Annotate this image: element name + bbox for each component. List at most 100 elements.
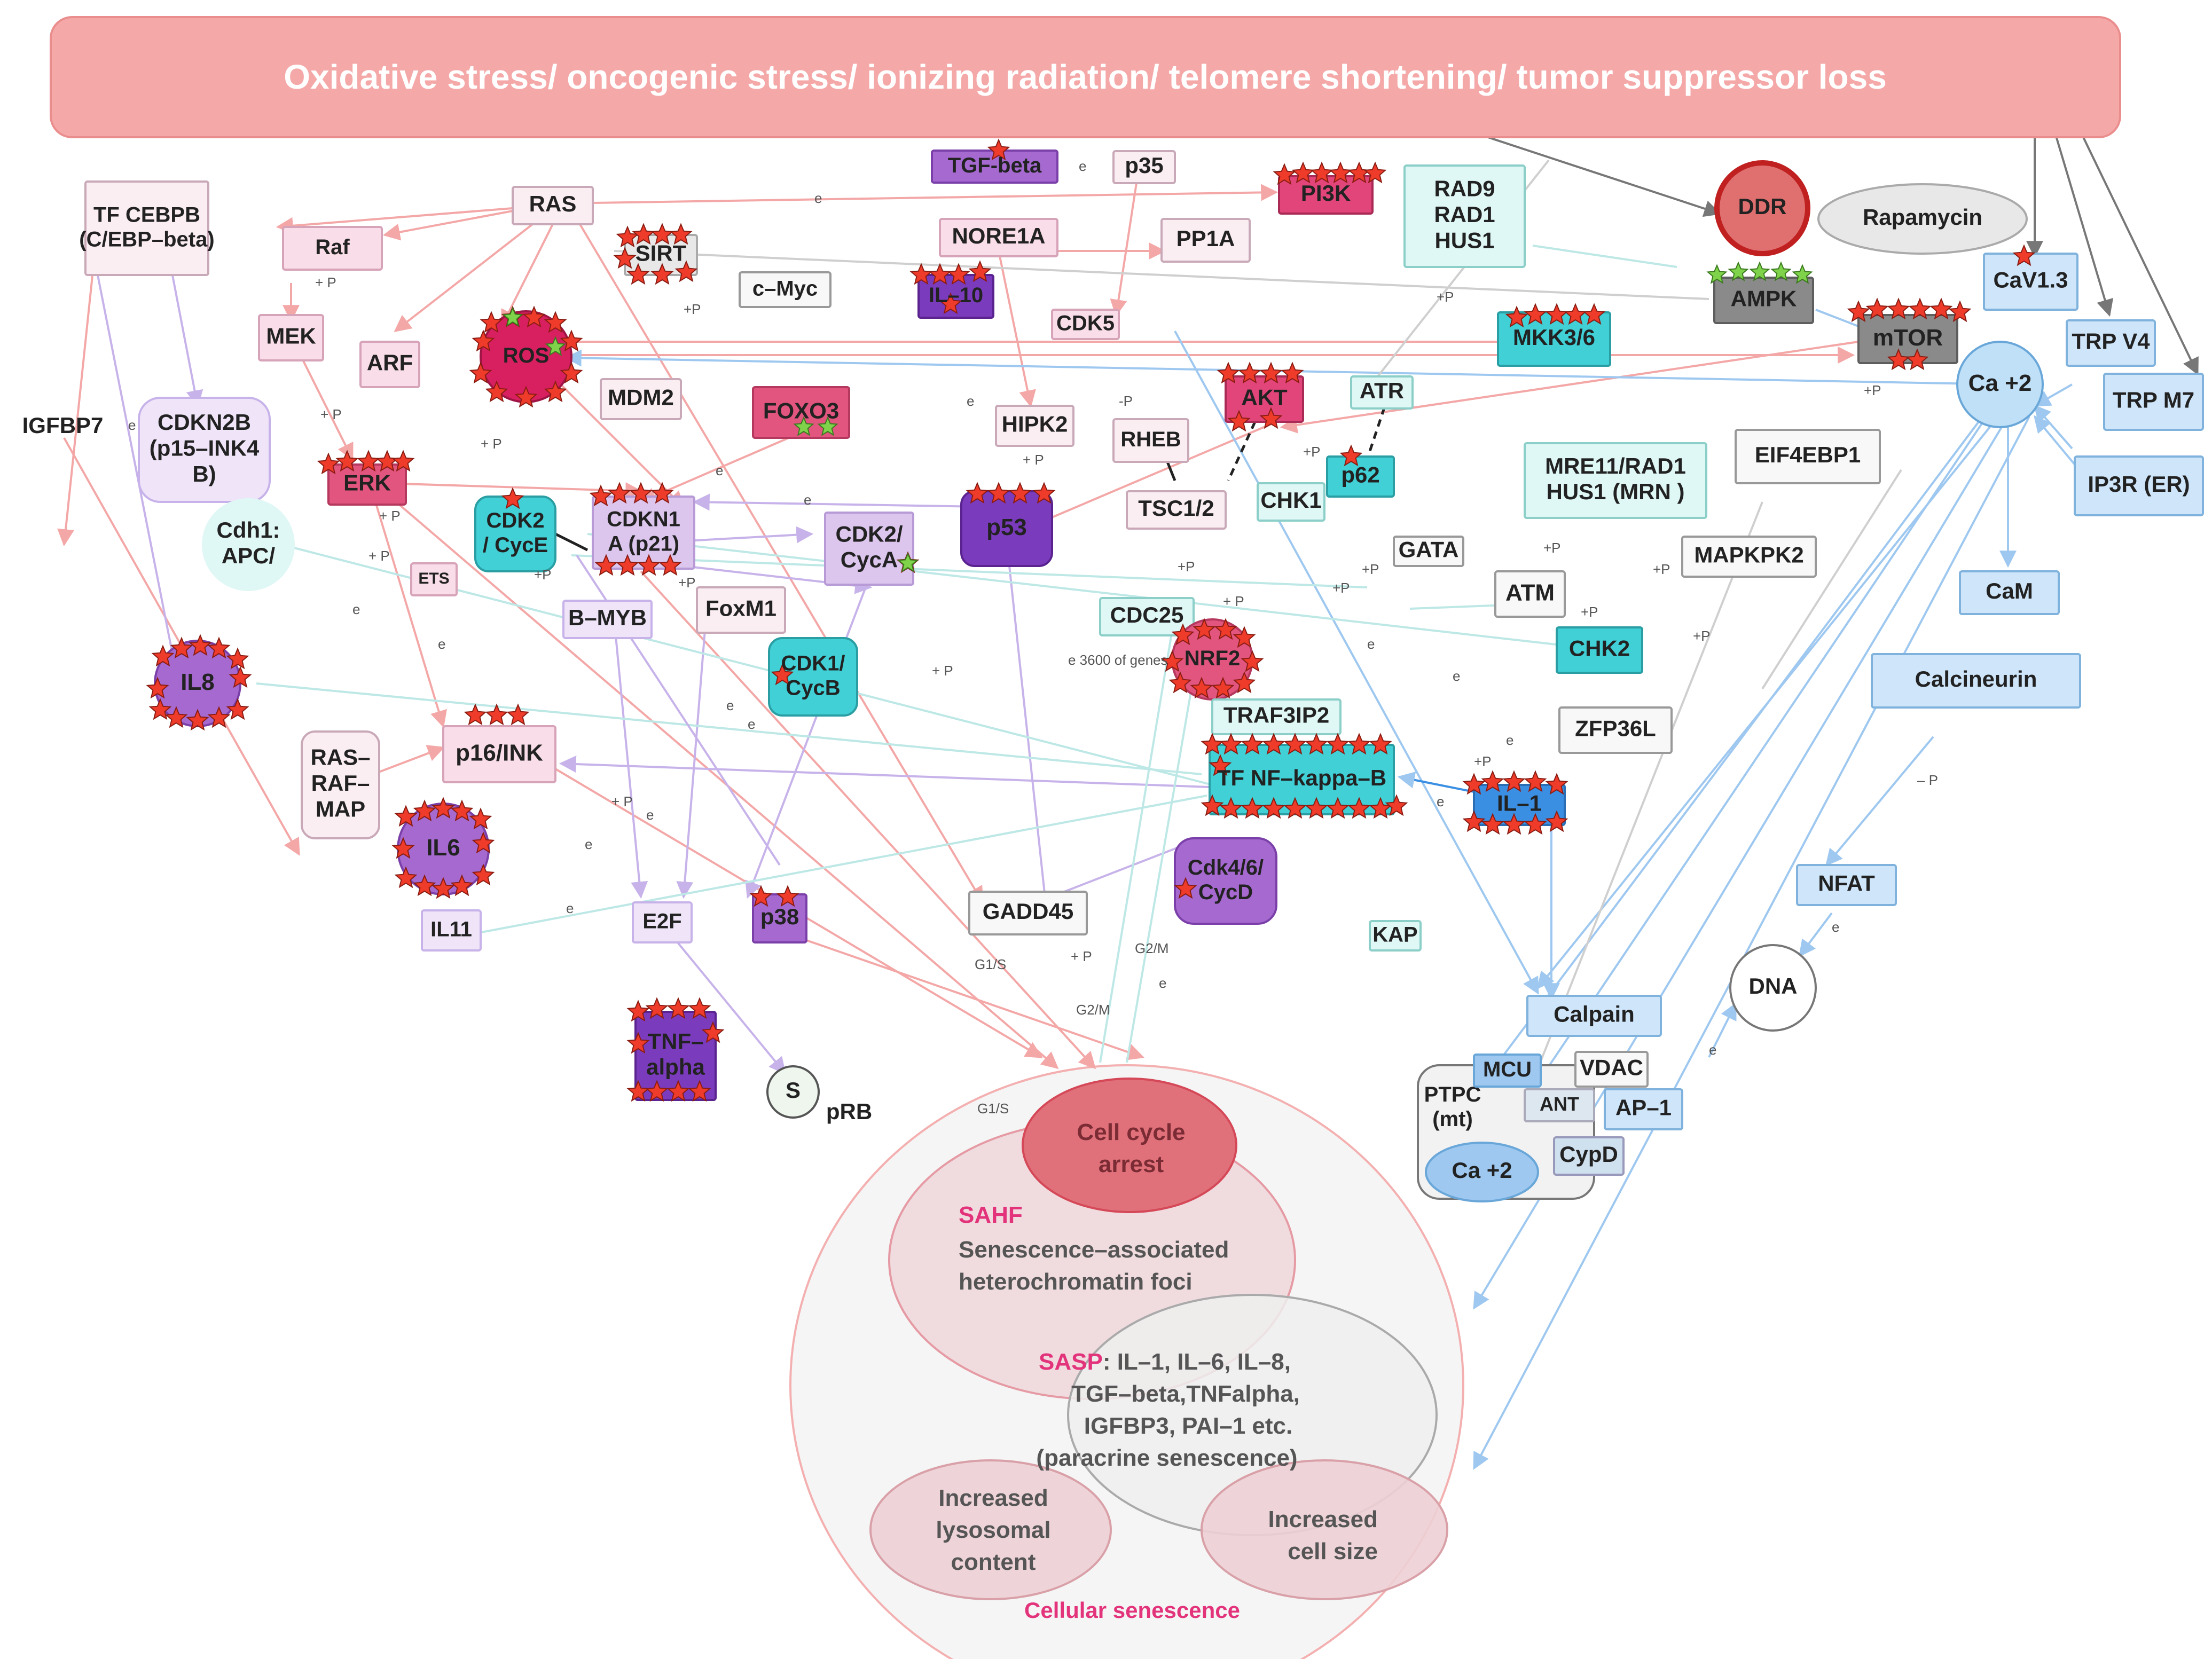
- node-label: CypD: [1559, 1142, 1618, 1167]
- node-ras-raf-map: RAS–RAF–MAP: [301, 730, 380, 839]
- node-label: RAS: [529, 191, 577, 216]
- node-label: ANT: [1540, 1093, 1579, 1115]
- node-label: MCU: [1483, 1058, 1532, 1081]
- annotation-star-icon: [464, 703, 487, 726]
- annotation-green-star-icon: [1728, 261, 1749, 281]
- node-label: MDM2: [608, 385, 674, 410]
- edge-label: +P: [1543, 540, 1561, 556]
- annotation-star-icon: [1545, 810, 1568, 832]
- edge: [587, 533, 1571, 647]
- node-label: EIF4EBP1: [1755, 442, 1861, 467]
- annotation-star-icon: [170, 636, 193, 659]
- edge: [998, 250, 1036, 408]
- edge: [1110, 176, 1139, 317]
- node-cdk5: CDK5: [1051, 309, 1120, 340]
- edge: [1761, 469, 1902, 690]
- node-mek: MEK: [258, 314, 324, 361]
- node-atr: ATR: [1350, 375, 1414, 410]
- annotation-star-icon: [1865, 297, 1889, 320]
- node-mdm2: MDM2: [600, 378, 682, 420]
- annotation-star-icon: [776, 885, 799, 907]
- annotation-green-star-icon: [545, 336, 566, 356]
- node-label: TF NF–kappa–B: [1217, 765, 1386, 790]
- edge-label: e: [646, 807, 654, 823]
- annotation-star-icon: [1241, 797, 1264, 819]
- node-label: Ca +2: [1452, 1158, 1512, 1183]
- edge-label: + P: [611, 793, 633, 809]
- annotation-star-icon: [749, 885, 773, 907]
- annotation-star-icon: [1238, 361, 1261, 384]
- node-ap1: AP–1: [1604, 1088, 1683, 1130]
- edge: [240, 533, 1213, 786]
- edge: [501, 218, 556, 327]
- annotation-star-icon: [450, 799, 474, 822]
- node-label: IL11: [430, 917, 472, 941]
- edge-label: G2/M: [1076, 1002, 1110, 1018]
- annotation-star-icon: [1339, 444, 1363, 467]
- annotation-star-icon: [560, 361, 583, 384]
- node-e2f: E2F: [632, 901, 693, 943]
- node-rapamycin: Rapamycin: [1817, 183, 2028, 255]
- annotation-star-icon: [413, 799, 436, 822]
- annotation-star-icon: [472, 831, 495, 854]
- node-label: IL–1: [1497, 791, 1542, 816]
- annotation-star-icon: [207, 706, 231, 728]
- annotation-star-icon: [1160, 650, 1184, 672]
- annotation-star-icon: [2012, 244, 2036, 266]
- node-cmyc: c–Myc: [739, 271, 832, 308]
- annotation-star-icon: [771, 663, 794, 686]
- node-il1: IL–1: [1462, 770, 1568, 835]
- node-mcu: MCU: [1473, 1053, 1542, 1088]
- node-label: c–Myc: [752, 277, 818, 300]
- annotation-star-icon: [629, 482, 653, 504]
- stress-banner: Oxidative stress/ oncogenic stress/ ioni…: [50, 16, 2121, 138]
- node-label: FoxM1: [705, 596, 776, 621]
- node-erk: ERK: [317, 450, 415, 506]
- edge-label: + P: [379, 508, 401, 524]
- node-il11: IL11: [421, 909, 482, 952]
- edge-label: + P: [315, 274, 336, 290]
- node-label: TRAF3IP2: [1223, 703, 1329, 728]
- edge: [170, 266, 203, 408]
- annotation-star-icon: [544, 311, 567, 333]
- node-calpain: Calpain: [1526, 995, 1662, 1037]
- edge-label: e: [1832, 919, 1839, 935]
- annotation-star-icon: [1502, 770, 1526, 792]
- node-bmyb: B–MYB: [562, 600, 653, 639]
- node-label: Cdk4/6/CycD: [1188, 856, 1264, 904]
- edge-label: +P: [534, 567, 552, 583]
- annotation-star-icon: [485, 703, 508, 726]
- edge-label: – P: [1917, 772, 1938, 788]
- node-hipk2: HIPK2: [995, 405, 1074, 447]
- node-label: B–MYB: [568, 605, 647, 630]
- sasp-line-4: (paracrine senescence): [1036, 1445, 1297, 1471]
- node-label: IP3R (ER): [2088, 471, 2190, 497]
- annotation-green-star-icon: [897, 552, 919, 572]
- annotation-star-icon: [506, 703, 530, 726]
- node-label: KAP: [1372, 923, 1417, 946]
- node-ca2-top: Ca +2: [1956, 341, 2044, 428]
- node-label: pRB: [826, 1099, 872, 1124]
- node-label: TSC1/2: [1138, 496, 1214, 521]
- node-label: ARF: [367, 350, 413, 375]
- node-tsc12: TSC1/2: [1126, 490, 1227, 530]
- annotation-star-icon: [1241, 650, 1264, 672]
- annotation-star-icon: [1259, 361, 1283, 384]
- node-label: PTPC(mt): [1424, 1083, 1481, 1131]
- annotation-star-icon: [613, 247, 637, 269]
- node-label: CDK2/ CycE: [483, 509, 548, 557]
- edge: [469, 795, 1207, 935]
- node-label: p16/INK: [456, 740, 543, 766]
- edge-label: e: [748, 716, 755, 732]
- node-nrf2: NRF2: [1160, 618, 1264, 701]
- edge-label: +P: [1332, 580, 1350, 596]
- edge: [95, 266, 182, 675]
- edge: [571, 554, 1368, 588]
- node-igfbp7: IGFBP7: [22, 413, 104, 438]
- sasp-line-1: SASP: IL–1, IL–6, IL–8,: [1039, 1349, 1291, 1375]
- node-prb: pRB: [826, 1099, 872, 1124]
